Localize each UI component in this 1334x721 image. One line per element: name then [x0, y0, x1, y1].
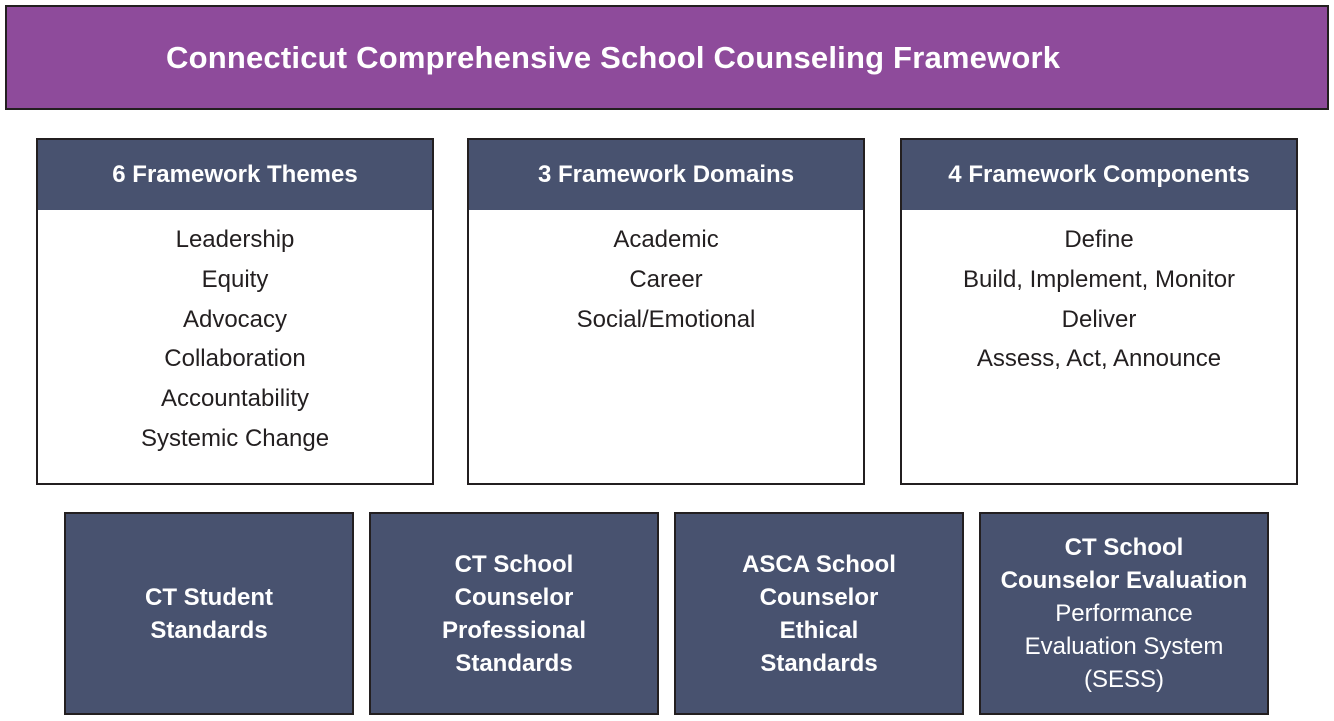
component-item: Define	[1064, 226, 1134, 253]
standard-line: CT School	[454, 550, 574, 578]
theme-item: Systemic Change	[140, 424, 330, 452]
panel-domains-header: 3 Framework Domains	[469, 140, 863, 210]
framework-title: Connecticut Comprehensive School Counsel…	[166, 39, 1061, 75]
standard-line: Standards	[455, 649, 573, 677]
standard-ct-evaluation: CT School Counselor Evaluation Performan…	[979, 512, 1269, 715]
panel-domains: 3 Framework Domains Academic Career Soci…	[467, 138, 865, 485]
framework-title-bar: Connecticut Comprehensive School Counsel…	[5, 5, 1329, 110]
standard-line: Evaluation System	[1024, 633, 1224, 660]
standard-line: Counselor	[454, 583, 574, 611]
panel-components: 4 Framework Components Define Build, Imp…	[900, 138, 1298, 485]
component-item: Deliver	[1061, 305, 1137, 333]
panel-components-list: Define Build, Implement, Monitor Deliver…	[902, 210, 1296, 379]
standard-asca-ethical: ASCA School Counselor Ethical Standards	[674, 512, 964, 715]
standard-line: CT Student	[145, 583, 273, 611]
panel-themes-list: Leadership Equity Advocacy Collaboration…	[38, 210, 432, 459]
component-item: Build, Implement, Monitor	[962, 265, 1236, 293]
panel-domains-list: Academic Career Social/Emotional	[469, 210, 863, 339]
theme-item: Collaboration	[164, 345, 306, 373]
standard-line: Counselor Evaluation	[1000, 567, 1248, 594]
domain-item: Career	[629, 265, 703, 293]
standard-line: Standards	[760, 649, 878, 677]
theme-item: Equity	[201, 265, 269, 293]
theme-item: Accountability	[160, 385, 310, 413]
domain-item: Academic	[613, 226, 719, 253]
panel-components-header: 4 Framework Components	[902, 140, 1296, 210]
standard-ct-student: CT Student Standards	[64, 512, 354, 715]
standard-line: CT School	[1064, 534, 1184, 561]
standard-ct-professional: CT School Counselor Professional Standar…	[369, 512, 659, 715]
standard-line: Ethical	[779, 616, 859, 644]
panel-themes: 6 Framework Themes Leadership Equity Adv…	[36, 138, 434, 485]
standard-line: Counselor	[759, 583, 879, 611]
theme-item: Advocacy	[182, 305, 288, 333]
standard-line: Standards	[150, 616, 268, 644]
domain-item: Social/Emotional	[576, 305, 756, 333]
standard-line: ASCA School	[742, 550, 896, 578]
standard-line: (SESS)	[1083, 666, 1164, 693]
panel-themes-header: 6 Framework Themes	[38, 140, 432, 210]
component-item: Assess, Act, Announce	[976, 345, 1222, 373]
theme-item: Leadership	[175, 226, 295, 253]
standard-line: Performance	[1055, 600, 1193, 627]
standard-line: Professional	[441, 616, 587, 644]
